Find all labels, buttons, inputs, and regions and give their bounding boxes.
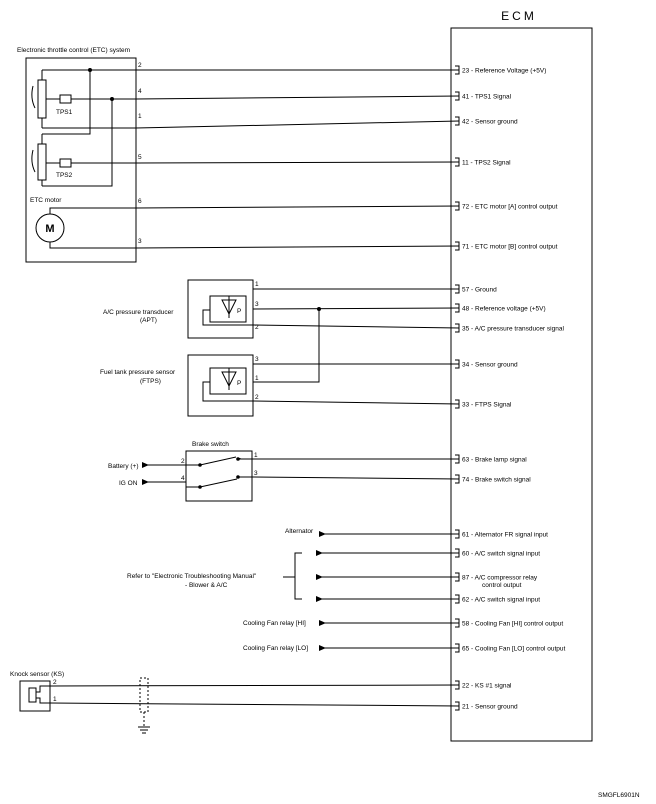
- etc-motor-label: ETC motor: [30, 197, 62, 204]
- ftps-label-abbrev: (FTPS): [140, 378, 161, 385]
- ecm-pin-connector: [455, 643, 460, 653]
- fan-hi-label: Cooling Fan relay [HI]: [243, 620, 306, 627]
- brake-switch-contacts: [186, 456, 252, 489]
- ecm-pin-label: 41 - TPS1 Signal: [462, 94, 512, 101]
- ecm-pin-label: 21 - Sensor ground: [462, 704, 518, 711]
- etc-motor: M: [35, 207, 136, 249]
- ftps-box: [187, 354, 254, 417]
- ecm-pin-label: 61 - Alternator FR signal input: [462, 532, 548, 539]
- tps2-sensor: TPS2: [31, 134, 136, 186]
- ecm-pin-connector: [455, 594, 460, 604]
- ecm-pin-label: 65 - Cooling Fan [LO] control output: [462, 646, 566, 653]
- brake-pin: 1: [254, 452, 258, 459]
- apt-box: [187, 279, 254, 339]
- apt-pin: 1: [255, 281, 259, 288]
- brake-switch-title: Brake switch: [192, 441, 229, 448]
- ecm-pin-connector: [455, 474, 460, 484]
- apt-pin: 2: [255, 324, 259, 331]
- etc-pin: 3: [138, 238, 142, 245]
- ecm-pin-connector: [455, 116, 460, 126]
- svg-text:P: P: [237, 380, 241, 387]
- ecm-pin-connector: [455, 701, 460, 711]
- ecm-pin-connector: [455, 241, 460, 251]
- ecm-pin-connector: [455, 572, 460, 582]
- battery-label: Battery (+): [108, 463, 139, 470]
- apt-pin: 3: [255, 301, 259, 308]
- ecm-pin-connector: [455, 454, 460, 464]
- apt-label: A/C pressure transducer: [103, 309, 174, 316]
- ecm-pin-connector: [455, 359, 460, 369]
- etc-pin: 2: [138, 62, 142, 69]
- ftps-sensor: P: [202, 367, 253, 402]
- ecm-pin-label: 71 - ETC motor [B] control output: [462, 244, 558, 251]
- ecm-pin-label: 48 - Reference voltage (+5V): [462, 306, 546, 313]
- knock-sensor-title: Knock sensor (KS): [10, 671, 64, 678]
- brake-switch-box: [185, 450, 253, 502]
- knock-pin: 1: [53, 696, 57, 703]
- svg-text:P: P: [237, 308, 241, 315]
- apt-label-abbrev: (APT): [140, 317, 157, 324]
- ecm-pin-connector: [455, 157, 460, 167]
- ecm-pin-connector: [455, 65, 460, 75]
- ftps-pin: 1: [255, 375, 259, 382]
- etc-pin: 6: [138, 198, 142, 205]
- tps2-label: TPS2: [56, 172, 73, 179]
- ecm-pin-label: 23 - Reference Voltage (+5V): [462, 68, 546, 75]
- knock-sensor-element: [28, 685, 50, 704]
- refer-blower-label: - Blower & A/C: [185, 582, 228, 589]
- ecm-pin-label: 34 - Sensor ground: [462, 362, 518, 369]
- apt-sensor: P: [202, 295, 253, 326]
- ecm-pin-label: 42 - Sensor ground: [462, 119, 518, 126]
- tps1-sensor: TPS1: [31, 70, 88, 128]
- refer-manual-label: Refer to "Electronic Troubleshooting Man…: [127, 573, 257, 580]
- brake-pin: 2: [181, 458, 185, 465]
- shield-ground: [138, 677, 150, 734]
- ecm-pin-connector: [455, 548, 460, 558]
- ecm-pin-label: 74 - Brake switch signal: [462, 477, 531, 484]
- ftps-pin: 3: [255, 356, 259, 363]
- etc-title: Electronic throttle control (ETC) system: [17, 47, 130, 54]
- ecm-pin-label: 22 - KS #1 signal: [462, 683, 512, 690]
- ecm-pin-label: 63 - Brake lamp signal: [462, 457, 527, 464]
- ecm-pin-label: 57 - Ground: [462, 287, 497, 294]
- ecm-box: [450, 27, 593, 742]
- alternator-label: Alternator: [285, 528, 314, 535]
- knock-pin: 2: [53, 679, 57, 686]
- svg-text:M: M: [45, 223, 54, 235]
- ign-label: IG ON: [119, 480, 138, 487]
- ftps-label: Fuel tank pressure sensor: [100, 369, 176, 376]
- ecm-pin-connector: [455, 618, 460, 628]
- etc-pin: 4: [138, 88, 142, 95]
- brake-pin: 4: [181, 475, 185, 482]
- etc-box: [25, 57, 137, 263]
- ecm-pin-label: 35 - A/C pressure transducer signal: [462, 326, 564, 333]
- ecm-pin-label: 62 - A/C switch signal input: [462, 597, 540, 604]
- ecm-title: ECM: [501, 9, 537, 23]
- fan-lo-label: Cooling Fan relay [LO]: [243, 645, 308, 652]
- knock-sensor-box: [19, 680, 51, 712]
- figure-code: SMGFL6901N: [598, 792, 640, 799]
- tps1-label: TPS1: [56, 109, 73, 116]
- ecm-pin-connector: [455, 201, 460, 211]
- ftps-pin: 2: [255, 394, 259, 401]
- ecm-pin-label: 33 - FTPS Signal: [462, 402, 512, 409]
- etc-pin: 1: [138, 113, 142, 120]
- ecm-pin-connector: [455, 323, 460, 333]
- etc-pin: 5: [138, 154, 142, 161]
- ecm-pin-label: 72 - ETC motor [A] control output: [462, 204, 558, 211]
- ecm-pin-label: 87 - A/C compressor relay: [462, 575, 538, 582]
- ecm-pin-connector: [455, 399, 460, 409]
- ecm-pin-label: 60 - A/C switch signal input: [462, 551, 540, 558]
- ecm-pin-connector: [455, 303, 460, 313]
- ecm-pin-label-cont: control output: [482, 582, 522, 589]
- ecm-pin-label: 58 - Cooling Fan [HI] control output: [462, 621, 563, 628]
- ecm-pin-label: 11 - TPS2 Signal: [462, 160, 511, 167]
- ecm-pin-connector: [455, 529, 460, 539]
- ecm-pin-list: 23 - Reference Voltage (+5V) 41 - TPS1 Si…: [455, 65, 566, 711]
- ecm-pin-connector: [455, 284, 460, 294]
- ecm-pin-connector: [455, 91, 460, 101]
- ecm-pin-connector: [455, 680, 460, 690]
- brake-pin: 3: [254, 470, 258, 477]
